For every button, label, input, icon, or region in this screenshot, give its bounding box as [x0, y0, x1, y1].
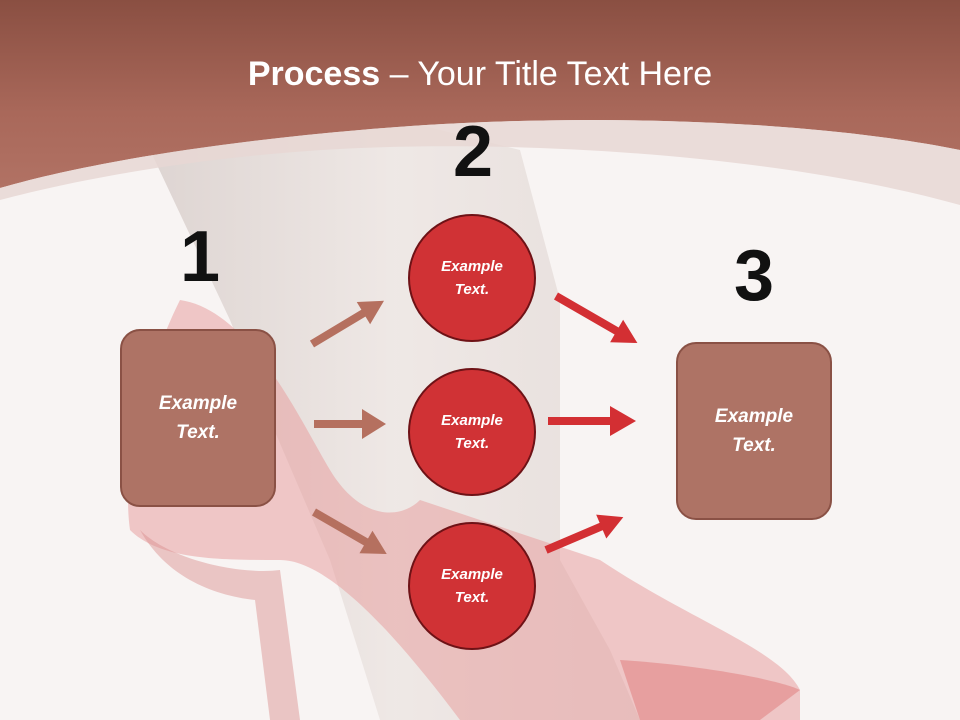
left-arrows [309, 300, 387, 554]
right-box-text: Example Text. [715, 402, 793, 460]
right-box-line2: Text. [732, 435, 776, 456]
step-number-3: 3 [733, 236, 775, 316]
circle-1-line2: Text. [454, 281, 490, 298]
title-bold: Process [247, 55, 381, 93]
circle-2: Example Text. [408, 368, 536, 496]
left-box-text: Example Text. [159, 389, 237, 447]
circle-3-line2: Text. [454, 589, 490, 606]
arrow-right-icon [548, 406, 636, 436]
left-box-line2: Text. [176, 422, 220, 443]
arrow-right-icon [314, 409, 386, 439]
title-rest: – Your Title Text Here [380, 55, 713, 93]
circle-1: Example Text. [408, 214, 536, 342]
circle-3: Example Text. [408, 522, 536, 650]
right-box: Example Text. [676, 342, 832, 520]
circle-1-line1: Example [441, 258, 503, 275]
step-number-1: 1 [179, 217, 221, 297]
right-arrows [544, 292, 638, 554]
left-box-line1: Example [158, 393, 238, 414]
circle-3-line1: Example [441, 566, 503, 583]
arrow-down-right-icon [312, 508, 387, 554]
arrow-down-right-icon [554, 292, 638, 343]
circle-2-line1: Example [441, 412, 503, 429]
arrow-up-right-icon [309, 300, 385, 348]
left-box: Example Text. [120, 329, 276, 507]
slide-title: Process – Your Title Text Here [0, 52, 960, 96]
right-box-line1: Example [714, 406, 794, 427]
step-number-2: 2 [452, 112, 494, 192]
circle-2-line2: Text. [454, 435, 490, 452]
arrow-up-right-icon [544, 514, 624, 554]
